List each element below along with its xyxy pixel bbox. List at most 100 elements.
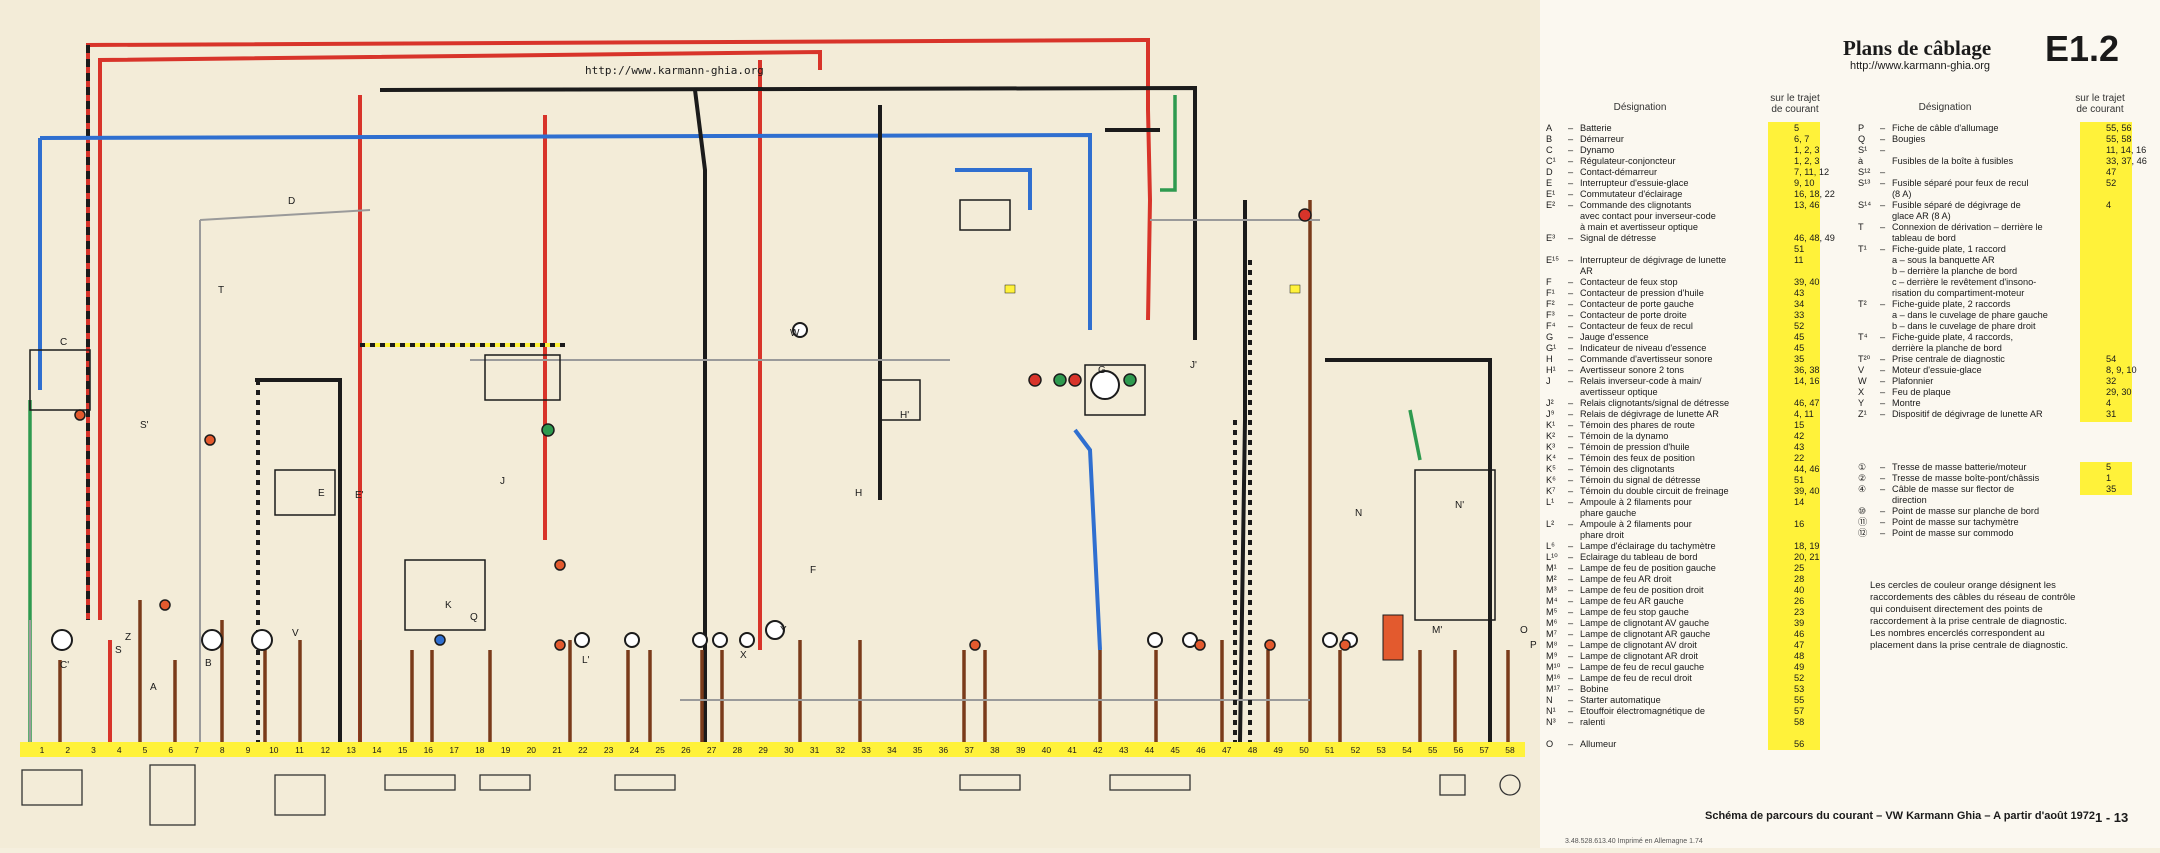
legend-ref: 1, 2, 3	[1794, 145, 1820, 155]
black-wire	[379, 85, 1197, 340]
legend-dash	[1880, 495, 1892, 506]
legend-text: Commande d'avertisseur sonore	[1580, 354, 1713, 364]
warning-lamp-red	[1028, 373, 1042, 387]
bus-number: 29	[758, 745, 768, 755]
legend-symbol: J	[1546, 376, 1551, 386]
legend-symbol: Z¹	[1858, 409, 1867, 419]
legend-dash	[1880, 277, 1892, 288]
legend-symbol: M⁷	[1546, 629, 1557, 639]
legend-text	[1580, 728, 1792, 739]
legend-dash	[1880, 156, 1892, 167]
component-label: A	[150, 682, 157, 693]
legend-ref: 1	[2106, 473, 2112, 483]
diag-point	[74, 409, 86, 421]
legend-dash: –	[1880, 409, 1886, 419]
connector-sketch	[274, 774, 326, 816]
legend-text: AR	[1580, 266, 1593, 276]
legend-symbol: H¹	[1546, 365, 1556, 375]
legend-dash: –	[1880, 517, 1886, 527]
legend-dash: –	[1568, 178, 1574, 188]
legend-ref	[1792, 530, 1844, 541]
legend-symbol: C	[1546, 145, 1553, 155]
bus-number: 31	[810, 745, 820, 755]
legend-text: phare droit	[1580, 530, 1624, 540]
legend-symbol: G	[1546, 332, 1554, 342]
bus-number: 2	[65, 745, 70, 755]
legend-dash: –	[1568, 607, 1574, 617]
legend-text: Démarreur	[1580, 134, 1624, 144]
legend-row: ⑩–Point de masse sur planche de bord	[1858, 506, 2156, 517]
legend-dash	[1880, 255, 1892, 266]
legend-text: Allumeur	[1580, 739, 1617, 749]
legend-row: ⑫–Point de masse sur commodo	[1858, 528, 2156, 539]
legend-text: Fiche de câble d'allumage	[1892, 123, 1999, 133]
page-number: 1 - 13	[2095, 810, 2129, 825]
legend-row: phare droit	[1546, 530, 1844, 541]
legend-text: Eclairage du tableau de bord	[1580, 552, 1698, 562]
legend-dash	[1568, 530, 1580, 541]
legend-symbol: A	[1546, 123, 1553, 133]
bus-number: 8	[220, 745, 225, 755]
legend-text: direction	[1892, 495, 1927, 505]
legend-ref	[2104, 244, 2156, 255]
bus-number: 40	[1042, 745, 1052, 755]
legend-text: Lampe de feu de recul droit	[1580, 673, 1692, 683]
regulator-box	[29, 349, 91, 411]
component-label: Z	[125, 632, 132, 643]
legend-symbol: M⁹	[1546, 651, 1558, 661]
col-designation-left: Désignation	[1613, 102, 1667, 113]
legend-symbol: H	[1546, 354, 1553, 364]
legend-text: Plafonnier	[1892, 376, 1934, 386]
legend-ref: 20, 21	[1794, 552, 1820, 562]
legend-symbol	[1546, 530, 1568, 541]
legend-ref: 51	[1794, 244, 1805, 254]
legend-ref: 18, 19	[1794, 541, 1820, 551]
legend-dash: –	[1568, 255, 1574, 265]
legend-dash: –	[1568, 662, 1574, 672]
legend-ref: 45	[1794, 332, 1805, 342]
legend-dash	[1880, 266, 1892, 277]
legend-ref: 13, 46	[1794, 200, 1820, 210]
legend-row	[1546, 728, 1844, 739]
legend-dash: –	[1568, 673, 1574, 683]
ref-highlight-ground	[2080, 462, 2132, 495]
legend-text: tableau de bord	[1892, 233, 1956, 243]
legend-dash	[1880, 343, 1892, 354]
warning-lamp-green	[541, 423, 555, 437]
legend-ref	[2104, 528, 2156, 539]
legend-text: Contacteur de feux de recul	[1580, 321, 1693, 331]
legend-ref: 48	[1794, 651, 1805, 661]
bus-number: 12	[321, 745, 331, 755]
connector-sketch	[479, 774, 531, 791]
orange-circle-note: Les cercles de couleur orange désignent …	[1870, 580, 2076, 651]
legend-dash: –	[1880, 200, 1886, 210]
legend-ref	[1792, 211, 1844, 222]
lamp-symbol	[712, 632, 728, 648]
legend-symbol	[1858, 310, 1880, 321]
bus-number: 41	[1067, 745, 1077, 755]
black-wire	[1325, 358, 1492, 742]
legend-symbol: E	[1546, 178, 1553, 188]
page-title: Plans de câblage	[1843, 36, 1992, 60]
legend-dash: –	[1568, 651, 1574, 661]
diag-point	[969, 639, 981, 651]
legend-ref: 49	[1794, 662, 1805, 672]
bus-number: 53	[1376, 745, 1386, 755]
legend-dash: –	[1880, 354, 1886, 364]
legend-dash: –	[1568, 123, 1574, 133]
legend-text: Contacteur de porte gauche	[1580, 299, 1694, 309]
